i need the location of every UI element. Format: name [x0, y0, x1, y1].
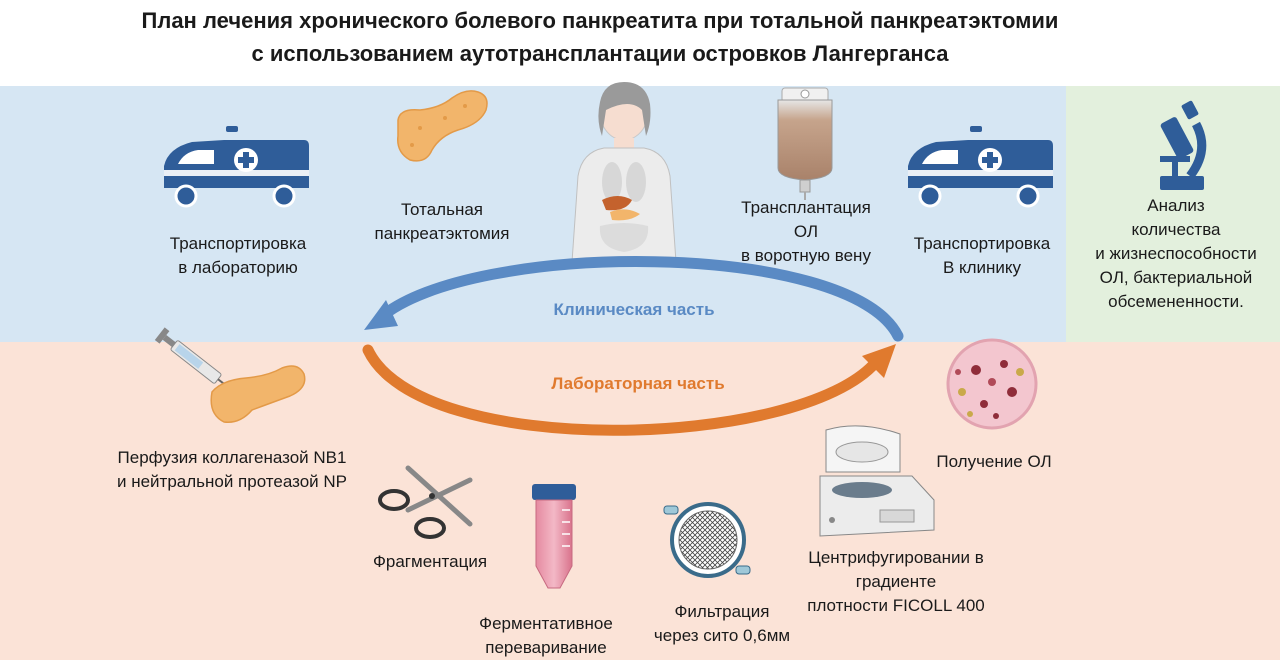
step-perfusion: Перфузия коллагеназой NB1 и нейтральной …: [82, 446, 382, 494]
step-transport-to-clinic-line2: В клинику: [942, 258, 1022, 277]
step-transport-to-lab: Транспортировка в лабораторию: [148, 232, 328, 280]
analysis-line2: количества: [1131, 220, 1221, 239]
step-digestion-line1: Ферментативное: [479, 614, 613, 633]
analysis-text: Анализ количества и жизнеспособности ОЛ,…: [1076, 194, 1276, 314]
step-islets-obtained: Получение ОЛ: [914, 450, 1074, 474]
human-body-icon: [571, 82, 677, 263]
step-transport-to-clinic-line1: Транспортировка: [913, 234, 1051, 253]
step-transport-to-clinic: Транспортировка В клинику: [892, 232, 1072, 280]
step-transport-to-lab-line1: Транспортировка: [169, 234, 307, 253]
step-fragmentation: Фрагментация: [350, 550, 510, 574]
step-filtration-line2: через сито 0,6мм: [653, 626, 791, 645]
centrifuge-icon: [819, 425, 935, 537]
test-tube-icon: [532, 484, 576, 589]
islet-cell-icon: [946, 338, 1038, 430]
analysis-line3: и жизнеспособности: [1095, 244, 1257, 263]
step-pancreatectomy-line2: панкреатэктомия: [374, 224, 510, 243]
step-filtration-line1: Фильтрация: [674, 602, 770, 621]
clinical-arrow: [374, 256, 904, 342]
step-perfusion-line2: и нейтральной протеазой NP: [116, 472, 348, 491]
step-islets-obtained-line1: Получение ОЛ: [936, 452, 1052, 471]
ambulance-icon-right: [908, 126, 1053, 208]
title-line-1: План лечения хронического болевого панкр…: [141, 8, 1059, 33]
page-title: План лечения хронического болевого панкр…: [0, 4, 1200, 70]
step-filtration: Фильтрация через сито 0,6мм: [632, 600, 812, 648]
clinical-part-label: Клиническая часть: [553, 300, 715, 319]
title-line-2: с использованием аутотрансплантации остр…: [251, 41, 949, 66]
pancreas-icon: [397, 90, 488, 162]
analysis-line4: ОЛ, бактериальной: [1099, 268, 1253, 287]
step-centrifugation-line2: градиенте: [855, 572, 937, 591]
step-transport-to-lab-line2: в лабораторию: [178, 258, 298, 277]
step-transplantation-line3: в воротную вену: [741, 246, 871, 265]
step-transplantation-line2: ОЛ: [793, 222, 819, 241]
step-centrifugation-line1: Центрифугировании в: [808, 548, 984, 567]
step-centrifugation: Центрифугировании в градиенте плотности …: [786, 546, 1006, 618]
clinical-arrowhead: [364, 300, 398, 330]
sieve-icon: [663, 502, 751, 578]
laboratory-part-label: Лабораторная часть: [551, 374, 725, 393]
ambulance-icon-left: [164, 126, 309, 208]
step-pancreatectomy: Тотальная панкреатэктомия: [352, 198, 532, 246]
lab-arrow: [362, 344, 882, 436]
iv-bag-icon: [777, 87, 833, 200]
step-digestion-line2: переваривание: [485, 638, 607, 657]
pancreas-perfusion-icon: [210, 365, 306, 423]
analysis-line5: обсемененности.: [1108, 292, 1244, 311]
scissors-icon: [378, 465, 473, 539]
clinical-band: [0, 86, 1066, 342]
microscope-icon: [1160, 100, 1207, 190]
step-pancreatectomy-line1: Тотальная: [400, 200, 483, 219]
step-fragmentation-line1: Фрагментация: [372, 552, 488, 571]
step-digestion: Ферментативное переваривание: [456, 612, 636, 660]
step-transplantation-line1: Трансплантация: [741, 198, 871, 217]
step-perfusion-line1: Перфузия коллагеназой NB1: [117, 448, 347, 467]
analysis-line1: Анализ: [1147, 196, 1205, 215]
step-centrifugation-line3: плотности FICOLL 400: [807, 596, 985, 615]
step-transplantation: Трансплантация ОЛ в воротную вену: [716, 196, 896, 268]
lab-arrowhead: [862, 344, 896, 378]
